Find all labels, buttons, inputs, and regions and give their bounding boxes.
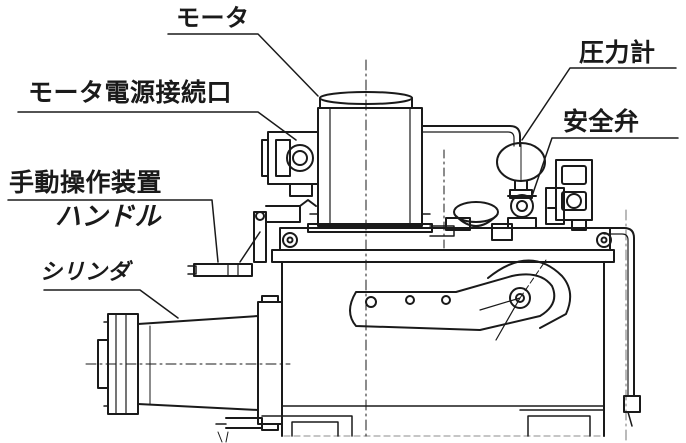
pipe-top (421, 125, 521, 147)
manual-handle (187, 199, 317, 277)
leader-motor (167, 33, 319, 97)
pressure-gauge (496, 142, 546, 199)
leader-manual-device (7, 199, 219, 263)
motor (307, 91, 433, 233)
pipe-right (603, 227, 641, 427)
valve-knob (429, 201, 513, 241)
leader-motor-power (17, 111, 297, 141)
label-pressure-gauge: 圧力計 (579, 38, 656, 67)
leader-cylinder (43, 289, 179, 319)
leader-lines (7, 33, 679, 319)
label-safety-valve: 安全弁 (563, 107, 640, 136)
label-motor: モータ (176, 4, 250, 32)
label-manual-device: 手動操作装置 (9, 168, 163, 197)
safety-valve (507, 187, 565, 229)
leader-safety-valve (531, 137, 679, 197)
label-cylinder: シリンダ (40, 260, 131, 285)
side-block (547, 159, 593, 221)
label-motor-power-port: モータ電源接続口 (28, 78, 233, 107)
leader-pressure-gauge (521, 67, 677, 141)
lever-arm (349, 259, 572, 341)
motor-power-port (261, 131, 319, 197)
cylinder (97, 295, 283, 443)
label-handle: ハンドル (55, 202, 162, 232)
